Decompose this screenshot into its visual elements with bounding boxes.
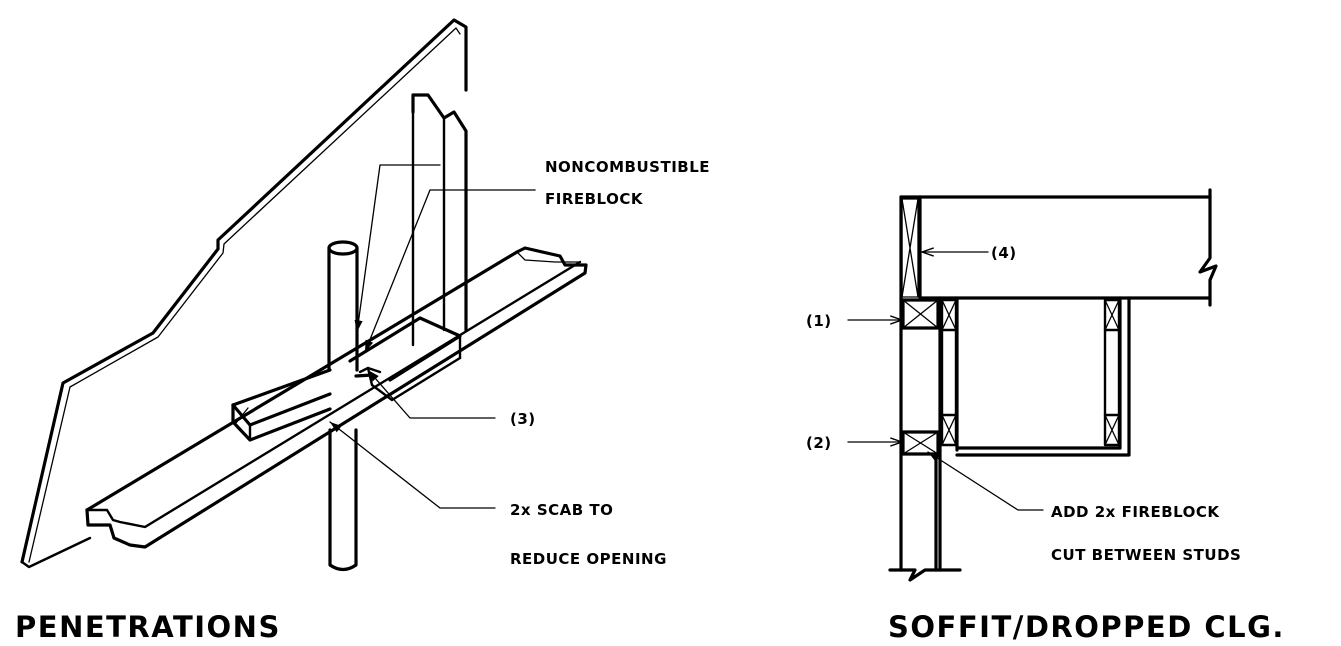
wall-panel — [20, 18, 468, 569]
callout-3: (3) — [510, 410, 536, 428]
add-fireblock-label-line1: ADD 2x FIREBLOCK — [1051, 503, 1220, 521]
scab-label-line2: REDUCE OPENING — [510, 550, 667, 568]
scab-label-line1: 2x SCAB TO — [510, 501, 613, 519]
fireblock-1 — [901, 298, 940, 330]
fireblock-2 — [901, 430, 940, 456]
vertical-stud — [411, 93, 468, 347]
scab-block — [231, 368, 374, 442]
noncombustible-fireblock — [348, 316, 462, 402]
callout-1: (1) — [806, 312, 832, 330]
penetrations-detail: NONCOMBUSTIBLE FIREBLOCK (3) 2x SCAB TO … — [15, 18, 710, 644]
leader-lines-right — [847, 252, 1044, 511]
callout-4: (4) — [991, 244, 1017, 262]
leader-lines-left — [329, 164, 536, 509]
soffit-box — [940, 296, 1131, 457]
ceiling-joist — [899, 188, 1218, 307]
callout-2: (2) — [806, 434, 832, 452]
wall-studs — [888, 296, 962, 582]
fireblock-label: FIREBLOCK — [545, 190, 644, 208]
noncombustible-label: NONCOMBUSTIBLE — [545, 158, 710, 176]
soffit-detail: (4) (1) (2) ADD 2x FIREBLOCK CUT BETWEEN… — [806, 188, 1285, 644]
soffit-title: SOFFIT/DROPPED CLG. — [888, 610, 1285, 644]
penetrations-title: PENETRATIONS — [15, 610, 281, 644]
add-fireblock-label-line2: CUT BETWEEN STUDS — [1051, 546, 1241, 564]
